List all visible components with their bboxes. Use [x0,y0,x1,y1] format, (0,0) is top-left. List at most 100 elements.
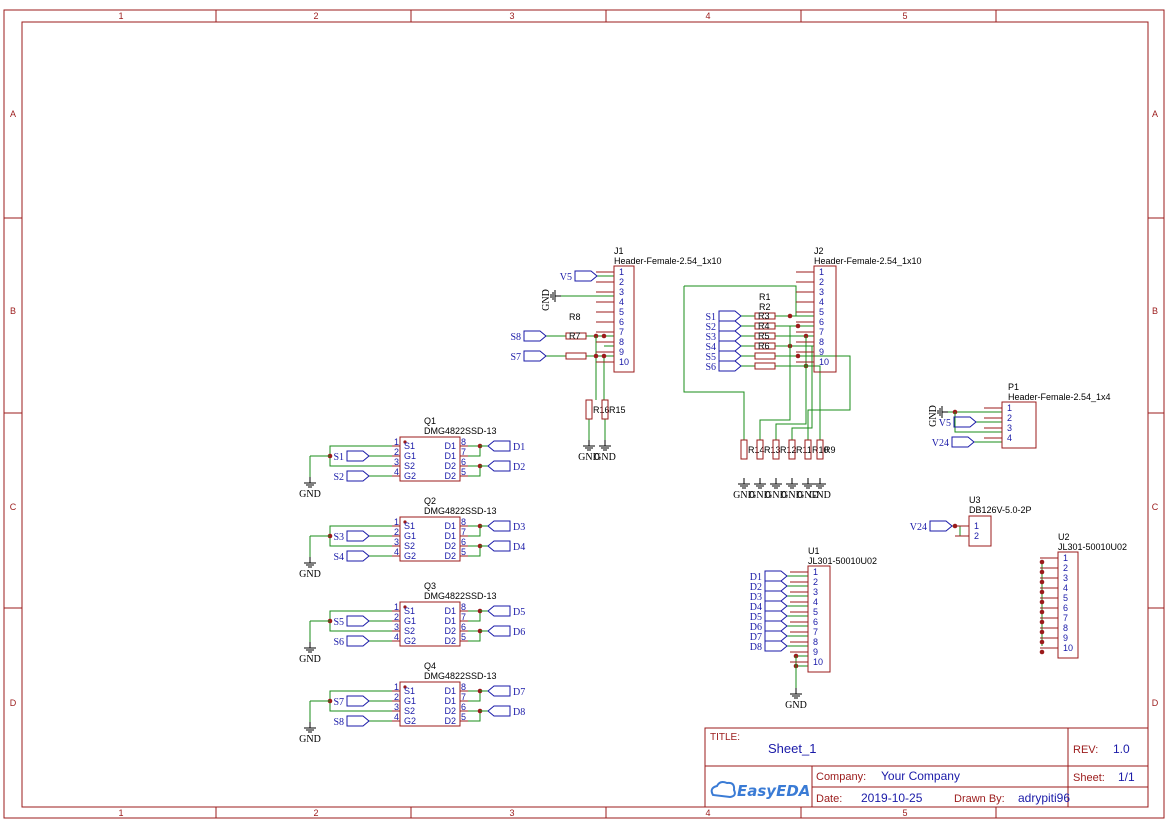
junction-dot [1039,609,1045,615]
pin-number: 10 [813,657,823,667]
resistor-label: R6 [758,341,770,351]
pin-name: G1 [404,616,416,626]
pin-name: D2 [444,551,456,561]
net-flag-shape [718,350,742,362]
pin-name: D2 [444,716,456,726]
net-flag-shape [718,340,742,352]
pin-number: 1 [394,682,399,692]
net-flag-shape [346,470,370,482]
net-flag-shape [718,330,742,342]
gnd-label: GND [299,489,321,500]
net-flag-shape [764,600,788,612]
junction-dot [601,333,607,339]
pin-number: 2 [819,277,824,287]
component-ref: J1 [614,246,624,256]
frame-column-label: 3 [509,808,514,818]
pin-number: 3 [619,287,624,297]
pin-number: 5 [461,547,466,557]
net-flag-S3: S3 [333,530,370,543]
gnd-label: GND [928,405,939,427]
resistor-bank-5 [754,362,776,370]
pin-name: S2 [404,706,415,716]
resistor-label: R2 [759,302,771,312]
resistor-label: R9 [824,445,836,455]
net-flag-shape [764,630,788,642]
net-flag-label: S5 [333,617,344,628]
pin-number: 6 [461,457,466,467]
pin-number: 10 [1063,643,1073,653]
component-ref: U1 [808,546,820,556]
net-flag-label: V24 [910,522,927,533]
pin-number: 8 [619,337,624,347]
pin-number: 9 [813,647,818,657]
net-flag-label: D3 [750,592,762,603]
pin-number: 3 [394,702,399,712]
junction-dot [1039,599,1045,605]
net-flag-shape [718,320,742,332]
resistor-label: R4 [758,321,770,331]
gnd-label: GND [541,289,552,311]
resistor-body [816,439,824,460]
pin-number: 1 [974,521,979,531]
pin-number: 8 [461,682,466,692]
resistor-bank-1: R4 [754,321,776,331]
net-flag-shape [764,590,788,602]
net-flag-shape [487,540,511,552]
component-ref: P1 [1008,382,1019,392]
net-flag-S7: S7 [333,695,370,708]
gnd-symbol: GND [578,440,600,463]
frame-row-label: B [1152,306,1158,316]
net-flag-D2: D2 [487,460,525,473]
pin-name: S1 [404,606,415,616]
net-flag-shape [953,416,977,428]
pin-number: 5 [819,307,824,317]
net-flag-S5: S5 [333,615,370,628]
title-label: TITLE: [710,732,740,743]
net-flag-V24: V24 [932,436,975,449]
frame-column-label: 4 [705,11,710,21]
pin-number: 8 [461,517,466,527]
net-flag-D1: D1 [750,570,788,583]
pin-number: 4 [813,597,818,607]
net-flag-label: S2 [333,472,344,483]
net-flag-shape [487,685,511,697]
net-flag-shape [487,440,511,452]
pin-number: 2 [394,527,399,537]
pin-name: S1 [404,686,415,696]
net-flag-shape [574,270,598,282]
resistor-label: R13 [764,445,781,455]
pin-number: 6 [461,622,466,632]
component-value: Header-Female-2.54_1x10 [614,256,722,266]
pin-number: 9 [819,347,824,357]
net-flag-S6: S6 [705,360,742,373]
net-flag-S1: S1 [333,450,370,463]
net-flag-label: D7 [513,687,525,698]
pin-number: 8 [813,637,818,647]
resistor-body [754,332,776,340]
pin-name: S2 [404,541,415,551]
resistor-r10: R10 [804,439,829,460]
pin-number: 9 [619,347,624,357]
net-flag-label: S7 [510,352,521,363]
net-flag-S5: S5 [705,350,742,363]
pin-number: 3 [813,587,818,597]
resistor-body [565,332,587,340]
junction-dot [1039,589,1045,595]
rev-label: REV: [1073,744,1098,756]
pin-number: 7 [461,527,466,537]
pin-number: 6 [1063,603,1068,613]
pin-name: G1 [404,451,416,461]
net-flag-label: D4 [513,542,525,553]
pin-name: G2 [404,471,416,481]
frame-outer [3,9,1165,819]
gnd-label: GND [733,490,755,501]
gnd-symbol: GND [733,478,755,501]
net-flag-label: V24 [932,438,949,449]
wire [468,630,481,642]
net-flag-shape [346,530,370,542]
gnd-symbol: GND [928,405,948,427]
net-flag-label: S4 [705,342,716,353]
net-flag-V5: V5 [560,270,598,283]
resistor-body [754,312,776,320]
